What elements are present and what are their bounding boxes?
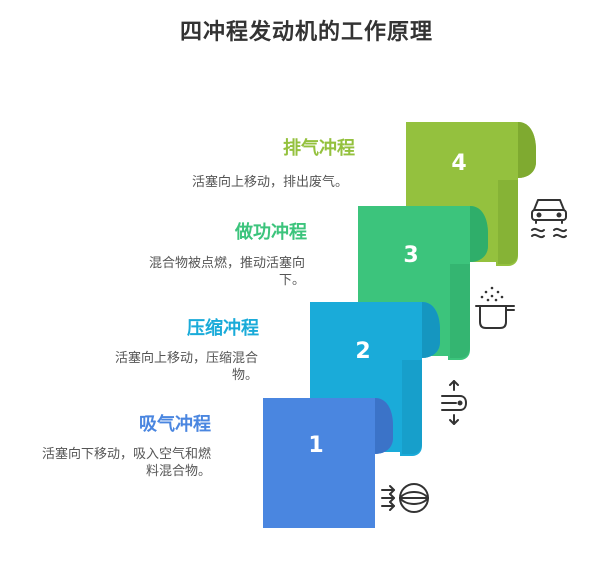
stage-3-number: 3: [403, 243, 418, 268]
stage-4-description: 活塞向上移动，排出废气。: [191, 175, 348, 190]
stage-3-title: 做功冲程: [235, 222, 307, 243]
stage-4-title: 排气冲程: [283, 138, 355, 159]
diagram-title: 四冲程发动机的工作原理: [179, 20, 433, 45]
stage-1-panel: 1: [263, 398, 393, 528]
stage-4-number: 4: [451, 151, 466, 176]
intake-air-icon: [381, 483, 429, 513]
stage-3-description: 混合物被点燃，推动活塞向下。: [148, 256, 305, 288]
stage-2-description: 活塞向上移动，压缩混合物。: [114, 351, 258, 383]
car-exhaust-icon: [531, 199, 567, 239]
stage-2-title: 压缩冲程: [187, 318, 259, 339]
stage-1-title: 吸气冲程: [139, 414, 211, 435]
stage-1-number: 1: [308, 433, 323, 458]
combustion-pot-icon: [475, 286, 515, 329]
piston-up-down-icon: [441, 380, 467, 425]
stage-2-number: 2: [355, 339, 370, 364]
stage-1-description: 活塞向下移动，吸入空气和燃料混合物。: [41, 447, 211, 479]
